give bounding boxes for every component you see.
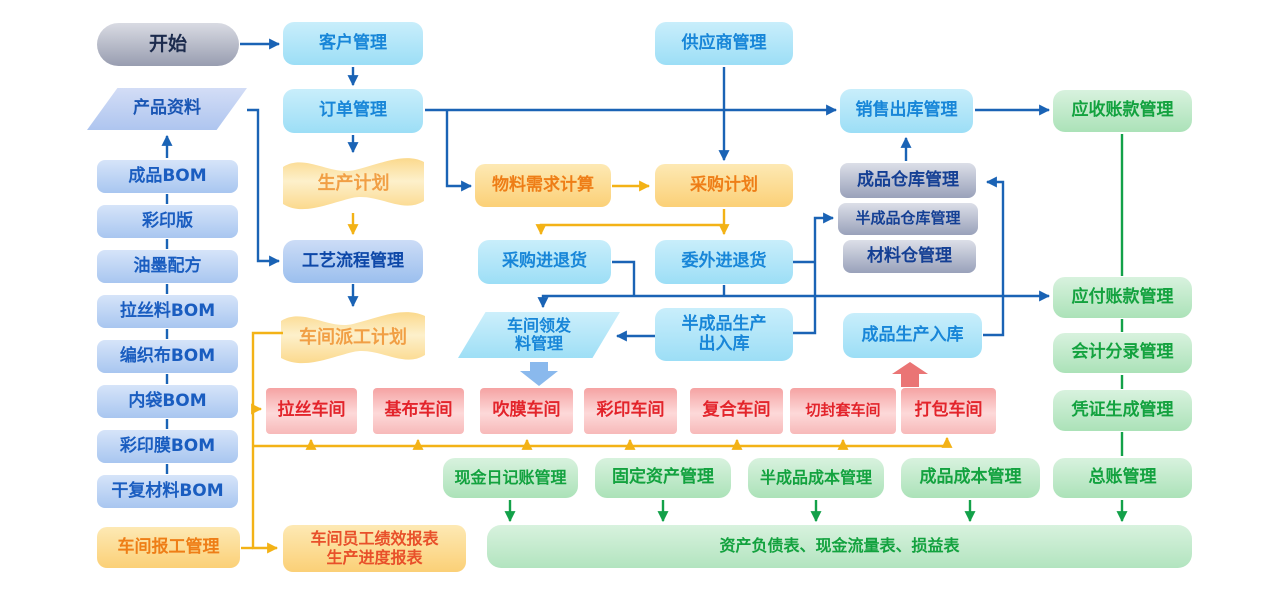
node-semi-warehouse: 半成品仓库管理 [838, 203, 978, 235]
node-accounts-payable: 应付账款管理 [1053, 277, 1192, 318]
node-purchase-plan: 采购计划 [655, 164, 793, 207]
node-work-report: 车间报工管理 [97, 527, 240, 568]
node-workshop-drawing: 拉丝车间 [266, 388, 357, 434]
node-fg-cost: 成品成本管理 [901, 458, 1040, 498]
node-shop-reports: 车间员工绩效报表 生产进度报表 [283, 525, 466, 572]
node-production-plan: 生产计划 [317, 172, 390, 194]
node-mrp: 物料需求计算 [475, 164, 611, 207]
node-voucher-generation: 凭证生成管理 [1053, 390, 1192, 431]
down-block-arrow-icon [520, 362, 558, 386]
node-process-flow: 工艺流程管理 [283, 240, 423, 283]
node-workshop-color-print: 彩印车间 [584, 388, 677, 434]
production-plan-shape [283, 158, 424, 210]
node-workshop-base-fabric: 基布车间 [373, 388, 464, 434]
node-fg-production-inbound: 成品生产入库 [843, 313, 982, 358]
node-outsource-in-out: 委外进退货 [655, 240, 793, 284]
node-bom-woven: 编织布BOM [97, 340, 238, 373]
node-bom-ink: 油墨配方 [97, 250, 238, 283]
node-semi-product-in-out: 半成品生产 出入库 [655, 308, 793, 361]
node-accounts-receivable: 应收账款管理 [1053, 90, 1192, 132]
node-order: 订单管理 [283, 89, 423, 133]
node-bom-print-plate: 彩印版 [97, 205, 238, 238]
node-workshop-laminating: 复合车间 [690, 388, 783, 434]
up-block-arrow-icon [892, 362, 928, 387]
node-customer: 客户管理 [283, 22, 423, 65]
node-general-ledger: 总账管理 [1053, 458, 1192, 498]
node-start: 开始 [97, 23, 239, 66]
node-material-warehouse: 材料仓管理 [843, 240, 976, 273]
node-cash-journal: 现金日记账管理 [443, 458, 578, 498]
node-purchase-in-out: 采购进退货 [478, 240, 611, 284]
node-bom-inner-bag: 内袋BOM [97, 385, 238, 418]
node-supplier: 供应商管理 [655, 22, 793, 65]
node-fg-warehouse: 成品仓库管理 [840, 163, 976, 198]
node-bom-finished: 成品BOM [97, 160, 238, 193]
node-journal-entry: 会计分录管理 [1053, 333, 1192, 373]
node-semi-cost: 半成品成本管理 [748, 458, 884, 498]
node-bom-print-film: 彩印膜BOM [97, 430, 238, 463]
node-product-data: 产品资料 [87, 88, 247, 130]
node-sales-outbound: 销售出库管理 [840, 89, 973, 133]
node-workshop-film-blowing: 吹膜车间 [480, 388, 573, 434]
node-financial-statements: 资产负债表、现金流量表、损益表 [487, 525, 1192, 568]
dispatch-plan-shape [281, 312, 425, 364]
node-workshop-packing: 打包车间 [901, 388, 996, 434]
node-bom-drawing: 拉丝料BOM [97, 295, 238, 328]
node-bom-dry-laminate: 干复材料BOM [97, 475, 238, 508]
node-workshop-cut-seal: 切封套车间 [790, 388, 896, 434]
node-material-issue: 车间领发 料管理 [458, 312, 620, 358]
node-dispatch-plan: 车间派工计划 [299, 326, 407, 348]
node-fixed-assets: 固定资产管理 [595, 458, 731, 498]
